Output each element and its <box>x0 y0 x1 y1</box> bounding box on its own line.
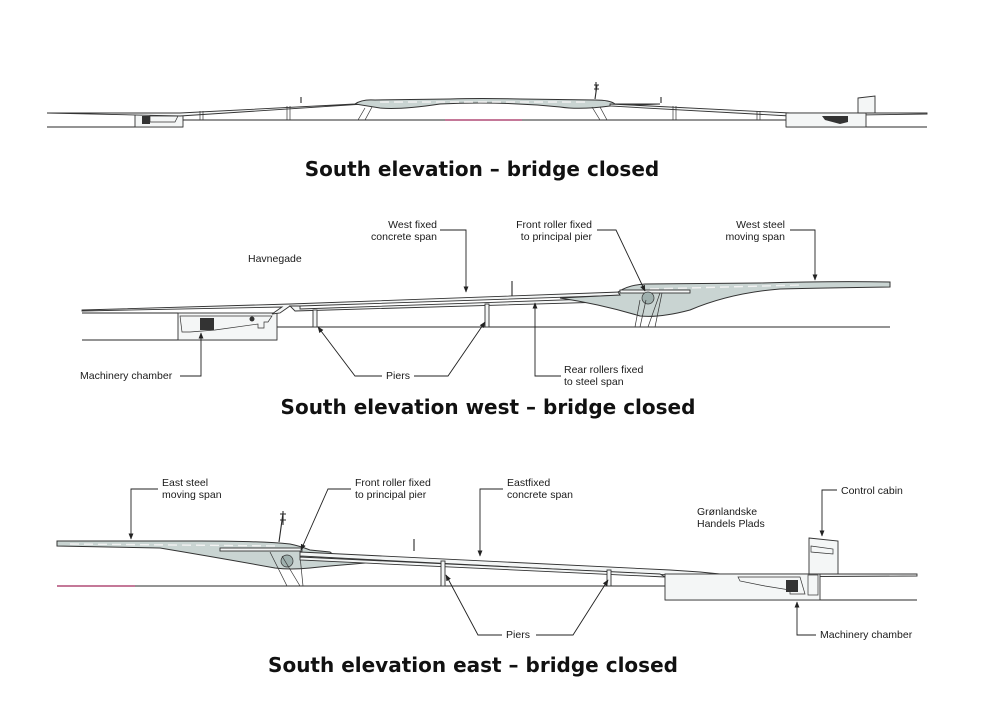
place-gronlandske-line1: Grønlandske <box>697 506 757 518</box>
label-west-steel-line1: West steel <box>736 219 785 231</box>
leader-east-steel <box>128 488 158 540</box>
overall-elevation: South elevation – bridge closed <box>46 82 928 181</box>
roller-track <box>619 289 691 294</box>
label-rear-rollers-line1: Rear rollers fixed <box>564 364 644 376</box>
roller-track <box>219 547 303 552</box>
overall-title: South elevation – bridge closed <box>305 157 659 181</box>
label-machinery-chamber: Machinery chamber <box>80 370 173 382</box>
leader-machinery <box>180 332 204 377</box>
steel-moving-spans <box>353 98 661 109</box>
principal-pier <box>634 292 663 328</box>
label-rear-rollers-line2: to steel span <box>564 376 624 388</box>
pier <box>312 309 318 328</box>
label-east-fixed-line1: Eastfixed <box>507 477 550 489</box>
east-fixed-span <box>609 103 928 117</box>
label-front-roller-line1: Front roller fixed <box>516 219 592 231</box>
traffic-signal <box>594 82 599 100</box>
front-roller <box>280 554 294 568</box>
leader-machinery <box>794 601 816 636</box>
label-west-steel-line2: moving span <box>725 231 785 243</box>
label-piers: Piers <box>386 370 410 382</box>
label-machinery-chamber: Machinery chamber <box>820 629 913 641</box>
west-principal-pier <box>357 106 373 121</box>
machinery-block <box>822 116 848 124</box>
label-east-steel-line1: East steel <box>162 477 208 489</box>
place-havnegade: Havnegade <box>248 253 302 265</box>
principal-pier <box>269 551 304 587</box>
machinery-block <box>200 318 214 330</box>
west-machinery-chamber <box>177 312 278 341</box>
label-front-roller-line2: to principal pier <box>355 489 427 501</box>
label-east-fixed-line2: concrete span <box>507 489 573 501</box>
leader-west-fixed <box>440 229 469 293</box>
traffic-signal <box>278 511 286 543</box>
span-dash <box>649 284 801 290</box>
pier <box>606 569 612 587</box>
leader-rear-rollers <box>532 302 561 377</box>
leader-front-roller <box>300 488 351 551</box>
leader-pier-1 <box>445 574 502 636</box>
cabin-window <box>810 545 834 555</box>
east-title: South elevation east – bridge closed <box>268 653 678 677</box>
place-gronlandske-line2: Handels Plads <box>697 518 765 530</box>
label-west-fixed-line2: concrete span <box>371 231 437 243</box>
label-west-fixed-line1: West fixed <box>388 219 437 231</box>
leader-control-cabin <box>819 489 837 537</box>
machinery-block <box>786 580 798 592</box>
pier <box>440 560 446 587</box>
label-piers: Piers <box>506 629 530 641</box>
leader-east-fixed <box>477 488 503 557</box>
leader-pier-2 <box>536 579 609 636</box>
west-elevation: Havnegade West fixed concrete span Front… <box>80 219 891 419</box>
west-title: South elevation west – bridge closed <box>281 395 696 419</box>
counterweight <box>179 315 273 333</box>
control-cabin <box>808 537 839 575</box>
pier <box>484 303 490 328</box>
span-dash <box>69 543 281 547</box>
front-roller <box>641 291 655 305</box>
roller <box>249 316 255 322</box>
leader-west-steel <box>790 229 818 281</box>
east-elevation: East steel moving span Front roller fixe… <box>56 477 918 677</box>
machinery-block <box>142 116 150 124</box>
label-front-roller-line1: Front roller fixed <box>355 477 431 489</box>
leader-pier-2 <box>414 321 486 377</box>
east-steel-moving-span <box>56 540 391 570</box>
east-principal-pier <box>591 106 608 121</box>
leader-pier-1 <box>317 326 382 377</box>
chamber-wall <box>807 574 819 596</box>
label-front-roller-line2: to principal pier <box>521 231 593 243</box>
leader-front-roller <box>597 229 646 292</box>
label-east-steel-line2: moving span <box>162 489 222 501</box>
label-control-cabin: Control cabin <box>841 485 903 497</box>
west-fixed-span <box>46 101 366 117</box>
control-cabin <box>857 95 876 114</box>
